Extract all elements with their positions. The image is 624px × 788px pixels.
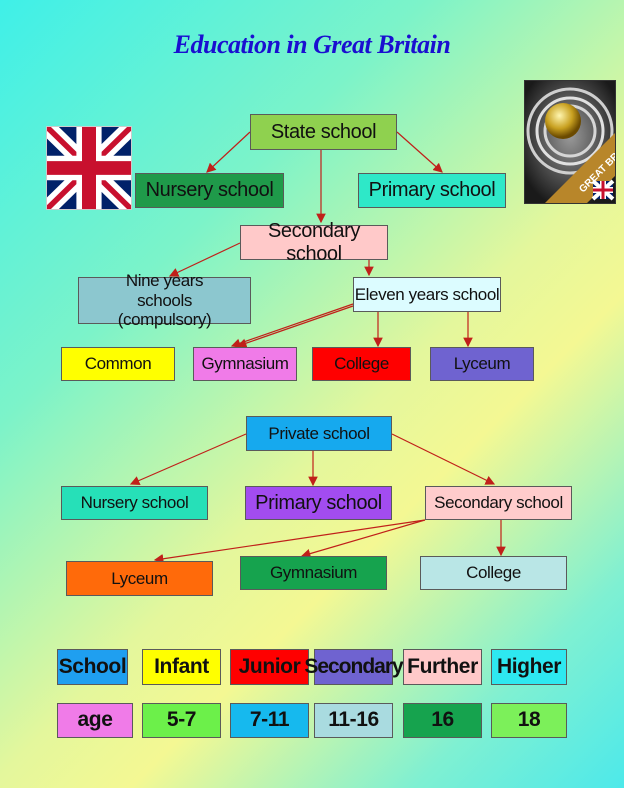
private-primary-school-box: Primary school [245, 486, 392, 520]
table-age-infant: 5-7 [142, 703, 221, 738]
table-header-higher: Higher [491, 649, 567, 685]
state-secondary-school-box: Secondary school [240, 220, 388, 265]
state-nursery-school-box: Nursery school [135, 173, 284, 208]
state-gymnasium-box: Gymnasium [193, 347, 297, 381]
eleven-years-school-box: Eleven years school [353, 277, 501, 312]
table-age-further: 16 [403, 703, 482, 738]
great-britain-picture: GREAT BRITAIN [524, 80, 616, 204]
table-header-school: School [57, 649, 128, 685]
table-age-label: age [57, 703, 133, 738]
private-nursery-school-box: Nursery school [61, 486, 208, 520]
private-college-box: College [420, 556, 567, 590]
state-common-box: Common [61, 347, 175, 381]
state-primary-school-box: Primary school [358, 173, 506, 208]
state-college-box: College [312, 347, 411, 381]
page-title: Education in Great Britain [173, 30, 451, 59]
private-school-box: Private school [246, 416, 392, 451]
globe-icon: GREAT BRITAIN [525, 81, 615, 203]
private-secondary-school-box: Secondary school [425, 486, 572, 520]
table-header-junior: Junior [230, 649, 309, 685]
table-age-higher: 18 [491, 703, 567, 738]
state-school-box: State school [250, 114, 397, 150]
private-gymnasium-box: Gymnasium [240, 556, 387, 590]
state-lyceum-box: Lyceum [430, 347, 534, 381]
nine-years-schools-box: Nine years schools (compulsory) [78, 271, 251, 329]
private-lyceum-box: Lyceum [66, 561, 213, 596]
table-header-infant: Infant [142, 649, 221, 685]
table-age-secondary: 11-16 [314, 703, 393, 738]
table-header-further: Further [403, 649, 482, 685]
table-header-secondary: Secondary [304, 649, 404, 685]
table-age-junior: 7-11 [230, 703, 309, 738]
uk-flag-icon [46, 126, 132, 210]
